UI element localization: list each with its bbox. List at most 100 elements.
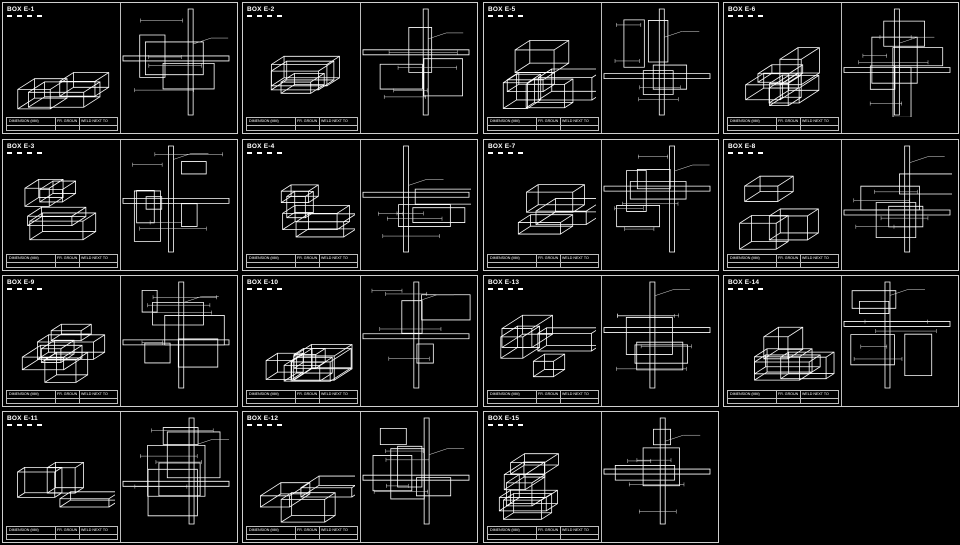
- header-weld: WELD NEXT TO: [321, 528, 348, 532]
- scale-bar: [728, 288, 768, 290]
- isometric-view: [490, 294, 596, 390]
- sheet-title: BOX E-15: [488, 415, 520, 422]
- sheet-title: BOX E-8: [728, 143, 756, 150]
- scale-bar: [7, 288, 47, 290]
- sheet-divider: [601, 276, 602, 406]
- sheet-divider: [120, 3, 121, 133]
- isometric-view: [249, 158, 355, 254]
- plan-view: [121, 7, 231, 117]
- isometric-view: [249, 21, 355, 117]
- header-dimension: DIMENSION (MM): [249, 392, 279, 396]
- title-block-table: DIMENSION (MM)FR. GROUNDWELD NEXT TO: [246, 526, 358, 540]
- scale-bar: [7, 152, 47, 154]
- header-fr-ground: FR. GROUND: [538, 119, 558, 123]
- sheet-divider: [360, 276, 361, 406]
- header-fr-ground: FR. GROUND: [778, 392, 798, 396]
- sheet-divider: [841, 276, 842, 406]
- header-dimension: DIMENSION (MM): [249, 119, 279, 123]
- header-dimension: DIMENSION (MM): [490, 119, 520, 123]
- title-block-table: DIMENSION (MM)FR. GROUNDWELD NEXT TO: [727, 117, 839, 131]
- plan-view: [361, 144, 471, 254]
- header-fr-ground: FR. GROUND: [57, 119, 77, 123]
- sheet-title: BOX E-11: [7, 415, 38, 422]
- title-block-table: DIMENSION (MM) FR. GROUND WELD NEXT TO: [6, 254, 118, 268]
- header-dimension: DIMENSION (MM): [730, 256, 760, 260]
- header-dimension: DIMENSION (MM): [730, 392, 760, 396]
- sheet-divider: [120, 412, 121, 542]
- header-fr-ground: FR. GROUND: [538, 528, 558, 532]
- plan-view: [361, 280, 471, 390]
- plan-view: [121, 280, 231, 390]
- sheet-divider: [360, 140, 361, 270]
- sheet-title: BOX E-4: [247, 143, 275, 150]
- header-weld: WELD NEXT TO: [321, 392, 348, 396]
- sheet-title: BOX E-3: [7, 143, 35, 150]
- scale-bar: [247, 15, 287, 17]
- sheet-title: BOX E-1: [7, 6, 35, 13]
- header-fr-ground: FR. GROUND: [57, 256, 77, 260]
- sheet-title: BOX E-5: [488, 6, 516, 13]
- title-block-table: DIMENSION (MM)FR. GROUNDWELD NEXT TO: [246, 254, 358, 268]
- plan-view: [121, 144, 231, 254]
- header-weld: WELD NEXT TO: [81, 256, 108, 260]
- plan-view: [602, 280, 712, 390]
- header-weld: WELD NEXT TO: [562, 119, 589, 123]
- title-block-table: DIMENSION (MM) FR. GROUND WELD NEXT TO: [487, 117, 599, 131]
- header-fr-ground: FR. GROUND: [538, 392, 558, 396]
- scale-bar: [728, 152, 768, 154]
- title-block-table: DIMENSION (MM)FR. GROUNDWELD NEXT TO: [727, 254, 839, 268]
- plan-view: [842, 144, 952, 254]
- header-fr-ground: FR. GROUND: [538, 256, 558, 260]
- plan-view: [602, 416, 712, 526]
- title-block-table: DIMENSION (MM)FR. GROUNDWELD NEXT TO: [487, 390, 599, 404]
- scale-bar: [488, 424, 528, 426]
- header-weld: WELD NEXT TO: [81, 119, 108, 123]
- title-block-table: DIMENSION (MM)FR. GROUNDWELD NEXT TO: [246, 390, 358, 404]
- isometric-view: [490, 21, 596, 117]
- title-block-table: DIMENSION (MM)FR. GROUNDWELD NEXT TO: [487, 254, 599, 268]
- header-dimension: DIMENSION (MM): [249, 256, 279, 260]
- sheet-divider: [360, 412, 361, 542]
- sheet-divider: [841, 3, 842, 133]
- sheet-divider: [601, 140, 602, 270]
- sheet-divider: [841, 140, 842, 270]
- title-block-table: DIMENSION (MM)FR. GROUNDWELD NEXT TO: [727, 390, 839, 404]
- header-weld: WELD NEXT TO: [802, 119, 829, 123]
- scale-bar: [488, 15, 528, 17]
- sheet-divider: [360, 3, 361, 133]
- header-weld: WELD NEXT TO: [802, 256, 829, 260]
- scale-bar: [7, 15, 47, 17]
- sheet-divider: [120, 276, 121, 406]
- scale-bar: [488, 288, 528, 290]
- sheet-title: BOX E-12: [247, 415, 279, 422]
- header-weld: WELD NEXT TO: [321, 119, 348, 123]
- plan-view: [602, 7, 712, 117]
- plan-view: [361, 7, 471, 117]
- sheet-title: BOX E-13: [488, 279, 520, 286]
- scale-bar: [247, 424, 287, 426]
- sheet-divider: [120, 140, 121, 270]
- header-dimension: DIMENSION (MM): [9, 528, 39, 532]
- scale-bar: [728, 15, 768, 17]
- sheet-title: BOX E-6: [728, 6, 756, 13]
- sheet-title: BOX E-7: [488, 143, 516, 150]
- isometric-view: [490, 158, 596, 254]
- scale-bar: [247, 152, 287, 154]
- header-dimension: DIMENSION (MM): [9, 256, 39, 260]
- isometric-view: [249, 294, 355, 390]
- header-dimension: DIMENSION (MM): [490, 256, 520, 260]
- header-weld: WELD NEXT TO: [321, 256, 348, 260]
- isometric-view: [9, 294, 115, 390]
